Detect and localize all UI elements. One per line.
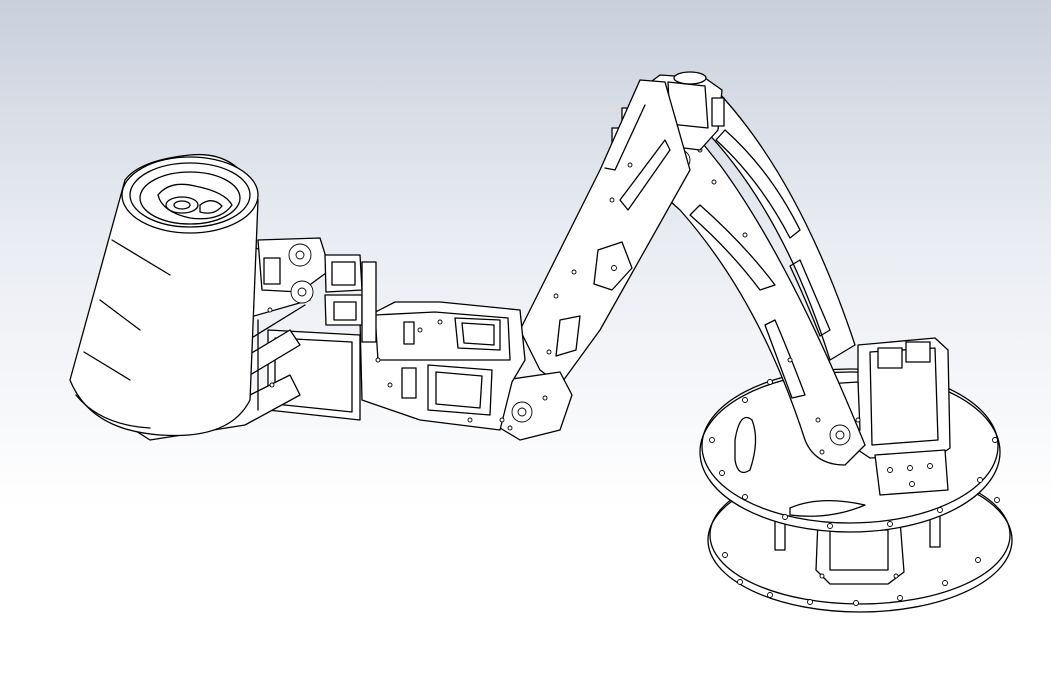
forearm	[491, 79, 691, 441]
base-lower-holes	[722, 497, 1000, 606]
wrist	[267, 301, 526, 431]
forearm-holes	[546, 162, 633, 355]
base-upper-holes	[709, 379, 998, 529]
can	[69, 153, 259, 437]
